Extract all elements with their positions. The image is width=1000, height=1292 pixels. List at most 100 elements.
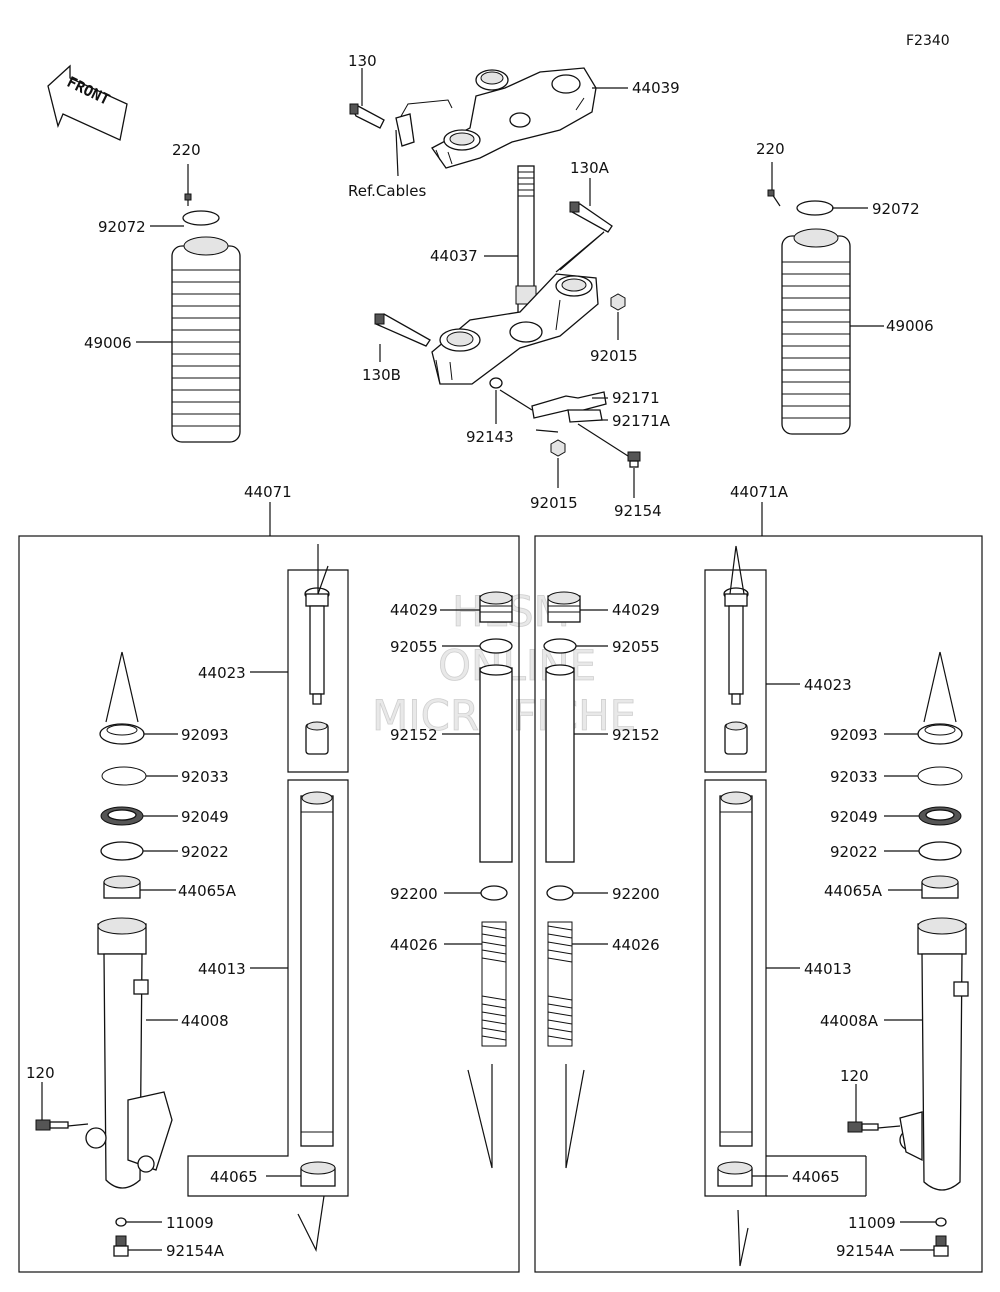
label-130a: 130A — [570, 159, 610, 177]
gasket-11009-left — [115, 1217, 127, 1227]
leader-lines — [41, 68, 936, 1251]
washer-92022-left — [100, 841, 144, 861]
label-92093-right: 92093 — [830, 726, 878, 744]
label-44008: 44008 — [181, 1012, 229, 1030]
label-92072-left: 92072 — [98, 218, 146, 236]
seal-92049-left — [100, 806, 144, 826]
washer-92200-left — [480, 885, 508, 901]
label-120-left: 120 — [26, 1064, 55, 1082]
steering-stem-44037 — [515, 165, 537, 317]
label-92154a-left: 92154A — [166, 1242, 225, 1260]
label-92049-left: 92049 — [181, 808, 229, 826]
label-44065-right: 44065 — [792, 1168, 840, 1186]
lower-bracket — [431, 273, 599, 385]
bolt-120-right — [847, 1121, 879, 1133]
label-11009-right: 11009 — [848, 1214, 896, 1232]
boot-49006-left — [171, 245, 241, 443]
fork-tube-44013-right — [719, 791, 753, 1147]
label-44029-left: 44029 — [390, 601, 438, 619]
pipe-92152-right — [545, 664, 575, 863]
label-92171a: 92171A — [612, 412, 671, 430]
clamp-92171 — [531, 391, 607, 423]
label-44008a: 44008A — [820, 1012, 879, 1030]
fork-assembly-44071-frame — [18, 535, 520, 1273]
label-92152-right: 92152 — [612, 726, 660, 744]
label-44071: 44071 — [244, 483, 292, 501]
label-44071a: 44071A — [730, 483, 789, 501]
label-92055-right: 92055 — [612, 638, 660, 656]
label-44065a-left: 44065A — [178, 882, 237, 900]
label-92154: 92154 — [614, 502, 662, 520]
label-44065a-right: 44065A — [824, 882, 883, 900]
outer-tube-44008a-right — [899, 917, 969, 1191]
washer-92200-right — [546, 885, 574, 901]
gasket-11009-right — [935, 1217, 947, 1227]
label-44037: 44037 — [430, 247, 478, 265]
label-44013-right: 44013 — [804, 960, 852, 978]
label-44029-right: 44029 — [612, 601, 660, 619]
snap-ring-92033-right — [917, 766, 963, 786]
label-92049-right: 92049 — [830, 808, 878, 826]
spring-44026-right — [547, 921, 573, 1047]
nut-92015-lower — [550, 439, 566, 457]
piston-44023-right — [723, 587, 749, 755]
cap-44029-left — [479, 591, 513, 623]
washer-92022-right — [918, 841, 962, 861]
label-49006-left: 49006 — [84, 334, 132, 352]
bushing-44065-right — [717, 1161, 753, 1187]
band-92072-right — [796, 200, 834, 216]
label-92200-left: 92200 — [390, 885, 438, 903]
fork-assembly-44071a-frame — [534, 535, 983, 1273]
label-220-right: 220 — [756, 140, 785, 158]
piston-44023-left — [304, 587, 330, 755]
label-92022-left: 92022 — [181, 843, 229, 861]
label-92072-right: 92072 — [872, 200, 920, 218]
bolt-130a — [569, 201, 613, 233]
label-92055-left: 92055 — [390, 638, 438, 656]
band-92072-left — [182, 210, 220, 226]
bolt-92154a-right — [933, 1235, 949, 1257]
label-44039: 44039 — [632, 79, 680, 97]
label-11009-left: 11009 — [166, 1214, 214, 1232]
label-130: 130 — [348, 52, 377, 70]
label-44013-left: 44013 — [198, 960, 246, 978]
label-49006-right: 49006 — [886, 317, 934, 335]
label-92143: 92143 — [466, 428, 514, 446]
figure-code: F2340 — [906, 33, 950, 49]
label-120-right: 120 — [840, 1067, 869, 1085]
upper-bracket-44039 — [395, 67, 597, 169]
bushing-44065a-right — [921, 875, 959, 899]
label-44023-right: 44023 — [804, 676, 852, 694]
bolt-92154 — [627, 451, 641, 468]
label-130b: 130B — [362, 366, 401, 384]
oil-seal-92093-right — [917, 723, 963, 745]
label-44026-left: 44026 — [390, 936, 438, 954]
bolt-92154a-left — [113, 1235, 129, 1257]
label-92171: 92171 — [612, 389, 660, 407]
label-92093-left: 92093 — [181, 726, 229, 744]
cap-44029-right — [547, 591, 581, 623]
label-92033-right: 92033 — [830, 768, 878, 786]
label-44065-left: 44065 — [210, 1168, 258, 1186]
bushing-44065-left — [300, 1161, 336, 1187]
label-220-left: 220 — [172, 141, 201, 159]
seal-92049-right — [918, 806, 962, 826]
label-92033-left: 92033 — [181, 768, 229, 786]
label-92200-right: 92200 — [612, 885, 660, 903]
boot-assembly-right — [767, 189, 851, 435]
bolt-130 — [349, 103, 385, 129]
fork-tube-44013-left — [300, 791, 334, 1147]
bolt-130b — [374, 313, 431, 347]
label-92154a-right: 92154A — [836, 1242, 895, 1260]
pipe-92152-left — [479, 664, 513, 863]
bushing-44065a-left — [103, 875, 141, 899]
label-92015-lower: 92015 — [530, 494, 578, 512]
nut-92015-upper — [610, 293, 626, 311]
oil-seal-92093-left — [99, 723, 145, 745]
label-44023-left: 44023 — [198, 664, 246, 682]
boot-assembly-left — [171, 193, 241, 443]
label-44026-right: 44026 — [612, 936, 660, 954]
ring-92055-left — [479, 638, 513, 654]
front-direction-arrow-icon: FRONT — [47, 64, 128, 141]
